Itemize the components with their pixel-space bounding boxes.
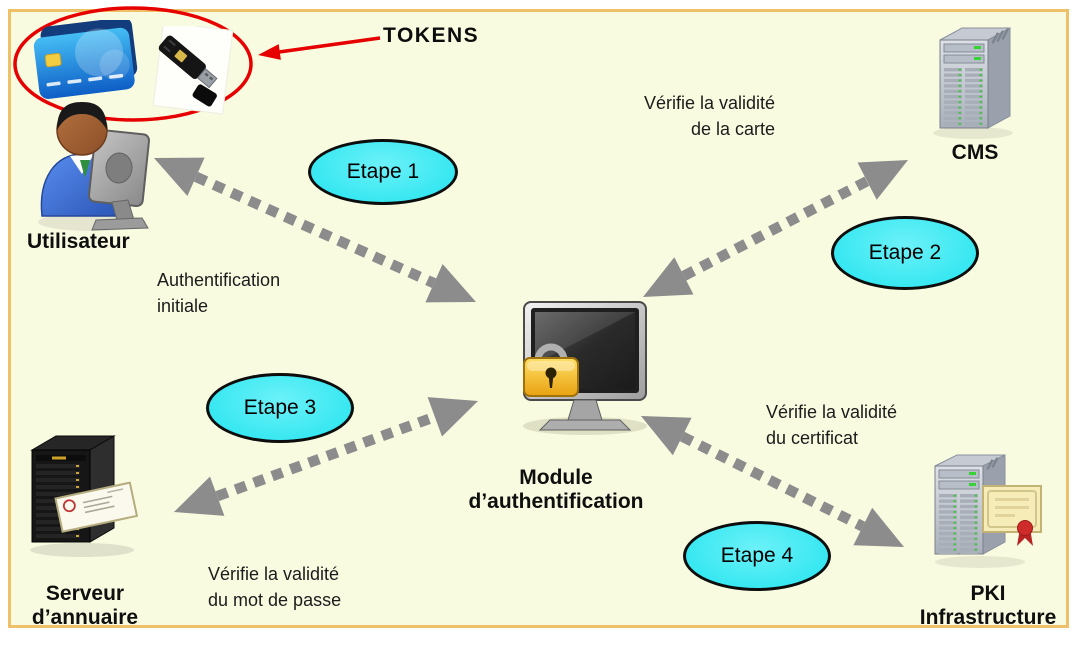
padlock-icon <box>523 343 579 397</box>
note-certificate-line1: Vérifie la validité <box>766 402 898 422</box>
monitor-lock-icon <box>523 301 647 435</box>
step-ellipse-2: Etape 2 <box>831 216 979 290</box>
note-password-validity: Vérifie la validité du mot de passe <box>208 561 341 613</box>
note-initial-line1: Authentification <box>157 270 281 290</box>
step-ellipse-3: Etape 3 <box>206 373 354 443</box>
certificate-icon <box>982 485 1042 546</box>
module-label-line1: Module <box>519 466 593 489</box>
user-label: Utilisateur <box>27 230 130 253</box>
note-card-validity: Vérifie la validité de la carte <box>595 90 775 142</box>
pki-label: PKI Infrastructure <box>888 582 1083 630</box>
directory-label-line2: d’annuaire <box>31 606 139 629</box>
step-ellipse-1: Etape 1 <box>308 139 458 205</box>
note-card-line2: de la carte <box>690 119 775 139</box>
pki-label-line1: PKI <box>970 582 1006 605</box>
note-certificate-validity: Vérifie la validité du certificat <box>766 399 897 451</box>
step-4-label: Etape 4 <box>720 544 794 567</box>
module-label-line2: d’authentification <box>468 490 644 513</box>
note-card-line1: Vérifie la validité <box>643 93 775 113</box>
note-password-line1: Vérifie la validité <box>208 564 340 584</box>
directory-label: Serveur d’annuaire <box>5 582 165 630</box>
envelope-icon <box>54 481 139 533</box>
note-certificate-line2: du certificat <box>766 428 859 448</box>
server-certificate-icon <box>934 454 1042 568</box>
usb-token-icon <box>152 26 234 115</box>
cms-label: CMS <box>951 141 999 164</box>
note-initial-auth: Authentification initiale <box>157 267 280 319</box>
step-ellipse-4: Etape 4 <box>683 521 831 591</box>
note-password-line2: du mot de passe <box>208 590 342 610</box>
user-at-computer-icon <box>38 102 151 231</box>
server-tower-icon <box>933 27 1013 139</box>
pki-label-line2: Infrastructure <box>919 606 1057 629</box>
step-3-label: Etape 3 <box>243 396 317 419</box>
tokens-title: TOKENS <box>383 24 480 47</box>
module-label: Module d’authentification <box>446 466 666 514</box>
note-initial-line2: initiale <box>157 296 209 316</box>
step-1-label: Etape 1 <box>346 160 420 183</box>
directory-label-line1: Serveur <box>45 582 125 605</box>
step-2-label: Etape 2 <box>868 241 942 264</box>
credit-card-icon <box>33 20 138 99</box>
black-server-envelope-icon <box>30 435 139 557</box>
